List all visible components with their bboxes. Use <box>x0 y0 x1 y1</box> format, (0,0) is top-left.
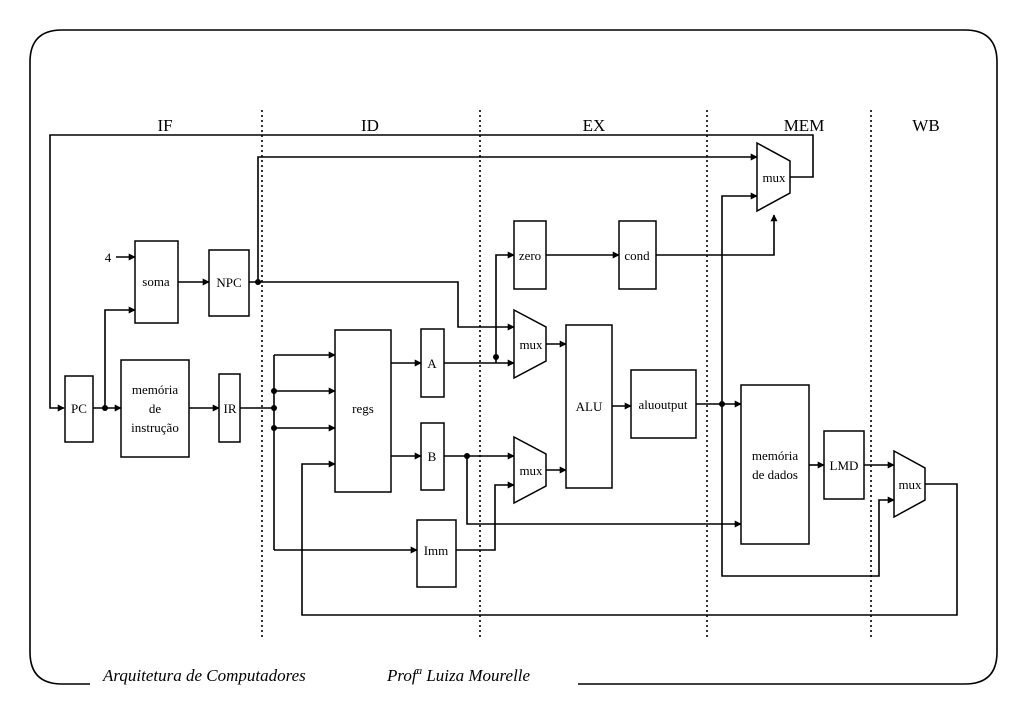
junction-npc <box>255 279 261 285</box>
junction-dots <box>102 279 725 459</box>
register-file: regs <box>334 329 392 493</box>
wire-b-to-datamem <box>466 456 742 528</box>
cond-register: cond <box>618 220 657 290</box>
ex-mux-bottom-label: mux <box>519 463 543 478</box>
wire-pc-to-soma <box>104 306 136 408</box>
a-label: A <box>427 356 437 371</box>
ex-mux-bottom: mux <box>513 435 547 505</box>
instr-mem-label-1: memória <box>132 382 178 397</box>
footer-prof-prefix: Prof <box>386 666 419 685</box>
branch-mux: mux <box>756 141 791 213</box>
wire-imm-to-mux <box>456 481 515 551</box>
ir-register: IR <box>218 373 241 443</box>
junction-b <box>464 453 470 459</box>
junction-ir-2 <box>271 405 277 411</box>
wire-cond-to-mux <box>656 214 778 256</box>
imm-label: Imm <box>424 543 449 558</box>
zero-label: zero <box>519 248 541 263</box>
instruction-memory: memória de instrução <box>120 359 190 458</box>
npc-register: NPC <box>208 249 250 317</box>
npc-label: NPC <box>216 275 241 290</box>
wire-writeback <box>301 460 958 616</box>
wire-npc-out <box>249 281 515 331</box>
ex-mux-top-label: mux <box>519 337 543 352</box>
footer-prof-name: Luiza Mourelle <box>422 666 530 685</box>
b-register: B <box>420 422 445 491</box>
data-mem-label-2: de dados <box>752 467 798 482</box>
writeback-mux-label: mux <box>898 477 922 492</box>
regs-label: regs <box>352 401 374 416</box>
wire-aluout-to-branch-mux <box>721 192 758 404</box>
stage-id-label: ID <box>361 116 379 135</box>
a-register: A <box>420 328 445 398</box>
soma-label: soma <box>142 274 170 289</box>
junction-pc <box>102 405 108 411</box>
junction-aluout <box>719 401 725 407</box>
stage-if-label: IF <box>157 116 172 135</box>
writeback-mux: mux <box>893 449 926 519</box>
branch-mux-label: mux <box>762 170 786 185</box>
b-label: B <box>428 449 437 464</box>
lmd-register: LMD <box>823 430 865 500</box>
footer-course: Arquitetura de Computadores <box>102 666 306 685</box>
cond-label: cond <box>624 248 650 263</box>
aluoutput-label: aluoutput <box>638 397 687 412</box>
data-mem-label-1: memória <box>752 448 798 463</box>
alu-label: ALU <box>576 399 603 414</box>
alu: ALU <box>565 324 613 489</box>
wires <box>49 134 958 616</box>
pc-register: PC <box>64 375 94 443</box>
stage-wb-label: WB <box>912 116 939 135</box>
footer-prof-sup: a <box>417 665 423 677</box>
stage-dividers <box>261 110 872 640</box>
junction-a <box>493 354 499 360</box>
stage-ex-label: EX <box>583 116 606 135</box>
ex-mux-top: mux <box>513 308 547 380</box>
junction-ir-3 <box>271 425 277 431</box>
wire-mux-to-pc <box>49 134 814 412</box>
lmd-label: LMD <box>830 458 859 473</box>
data-memory: memória de dados <box>740 384 810 545</box>
junction-ir-1 <box>271 388 277 394</box>
instr-mem-label-2: de <box>149 401 162 416</box>
instr-mem-label-3: instrução <box>131 420 179 435</box>
constant-four: 4 <box>105 250 112 265</box>
pc-label: PC <box>71 401 87 416</box>
aluoutput-register: aluoutput <box>630 369 697 439</box>
stage-mem-label: MEM <box>784 116 825 135</box>
imm-register: Imm <box>416 519 457 588</box>
soma-adder: soma <box>134 240 179 324</box>
wire-a-to-zero <box>495 251 515 363</box>
wire-aluout-to-wb-mux <box>721 404 895 577</box>
ir-label: IR <box>224 401 237 416</box>
zero-test: zero <box>513 220 547 290</box>
footer-professor: Profa Luiza Mourelle <box>386 665 531 685</box>
wire-npc-to-mux-top <box>257 153 758 282</box>
outer-frame <box>29 29 998 685</box>
